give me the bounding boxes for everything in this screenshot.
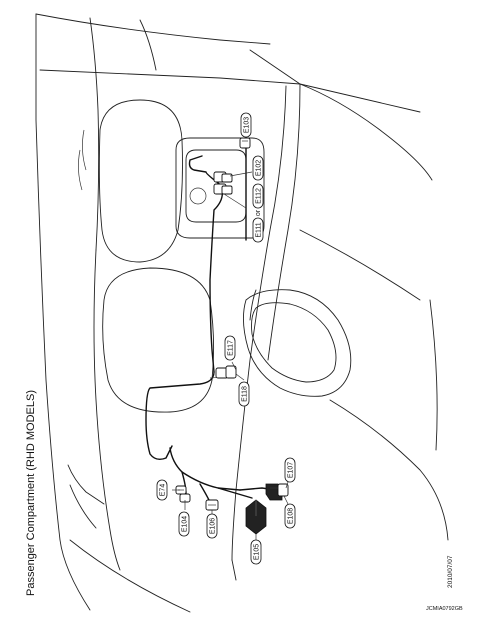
svg-text:E105: E105	[254, 544, 261, 560]
svg-text:E106: E106	[210, 518, 217, 534]
connector-e102-symbol	[213, 171, 233, 183]
label-e118: E118	[238, 381, 250, 407]
label-e104: E104	[178, 511, 190, 537]
connector-e106-symbol	[205, 499, 219, 511]
label-e112: E112	[252, 183, 264, 209]
or-text: or	[255, 209, 262, 216]
connector-e107-e108-symbol	[265, 483, 289, 501]
diagram-code: JCMIA0792GB	[426, 606, 463, 612]
svg-text:E112: E112	[256, 188, 263, 204]
svg-text:E102: E102	[256, 160, 263, 176]
svg-text:E111: E111	[256, 222, 263, 237]
svg-text:E117: E117	[228, 340, 235, 356]
connector-e117-e118-symbol	[215, 365, 237, 379]
connector-labels: E103 E102 E112 or E111 E117 E118	[156, 112, 296, 565]
label-e108: E108	[284, 503, 296, 529]
label-e106: E106	[206, 513, 218, 539]
vehicle-outline	[35, 13, 449, 613]
label-e107: E107	[284, 457, 296, 483]
diagram-date: 2010/07/07	[447, 555, 454, 588]
label-e103: E103	[240, 112, 252, 138]
svg-text:E108: E108	[288, 508, 295, 524]
connector-shapes	[175, 137, 289, 535]
label-e102: E102	[252, 155, 264, 181]
leader-lines	[172, 134, 289, 540]
svg-text:E107: E107	[288, 462, 295, 478]
right-circle-element	[243, 289, 352, 397]
connector-e103-symbol	[239, 137, 251, 149]
connector-e111-e112-symbol	[213, 183, 233, 195]
diagram-title: Passenger Compartment (RHD MODELS)	[25, 390, 37, 596]
svg-text:E103: E103	[244, 117, 251, 133]
label-e117: E117	[224, 335, 236, 361]
svg-text:E118: E118	[242, 386, 249, 402]
middle-oval-panel	[102, 267, 215, 413]
label-e111: E111	[252, 217, 264, 243]
upper-oval-panel	[78, 99, 183, 263]
label-e105: E105	[250, 539, 262, 565]
svg-text:E74: E74	[160, 484, 167, 497]
svg-text:E104: E104	[182, 516, 189, 532]
connector-e105-symbol	[245, 499, 267, 535]
label-e74: E74	[156, 479, 168, 501]
